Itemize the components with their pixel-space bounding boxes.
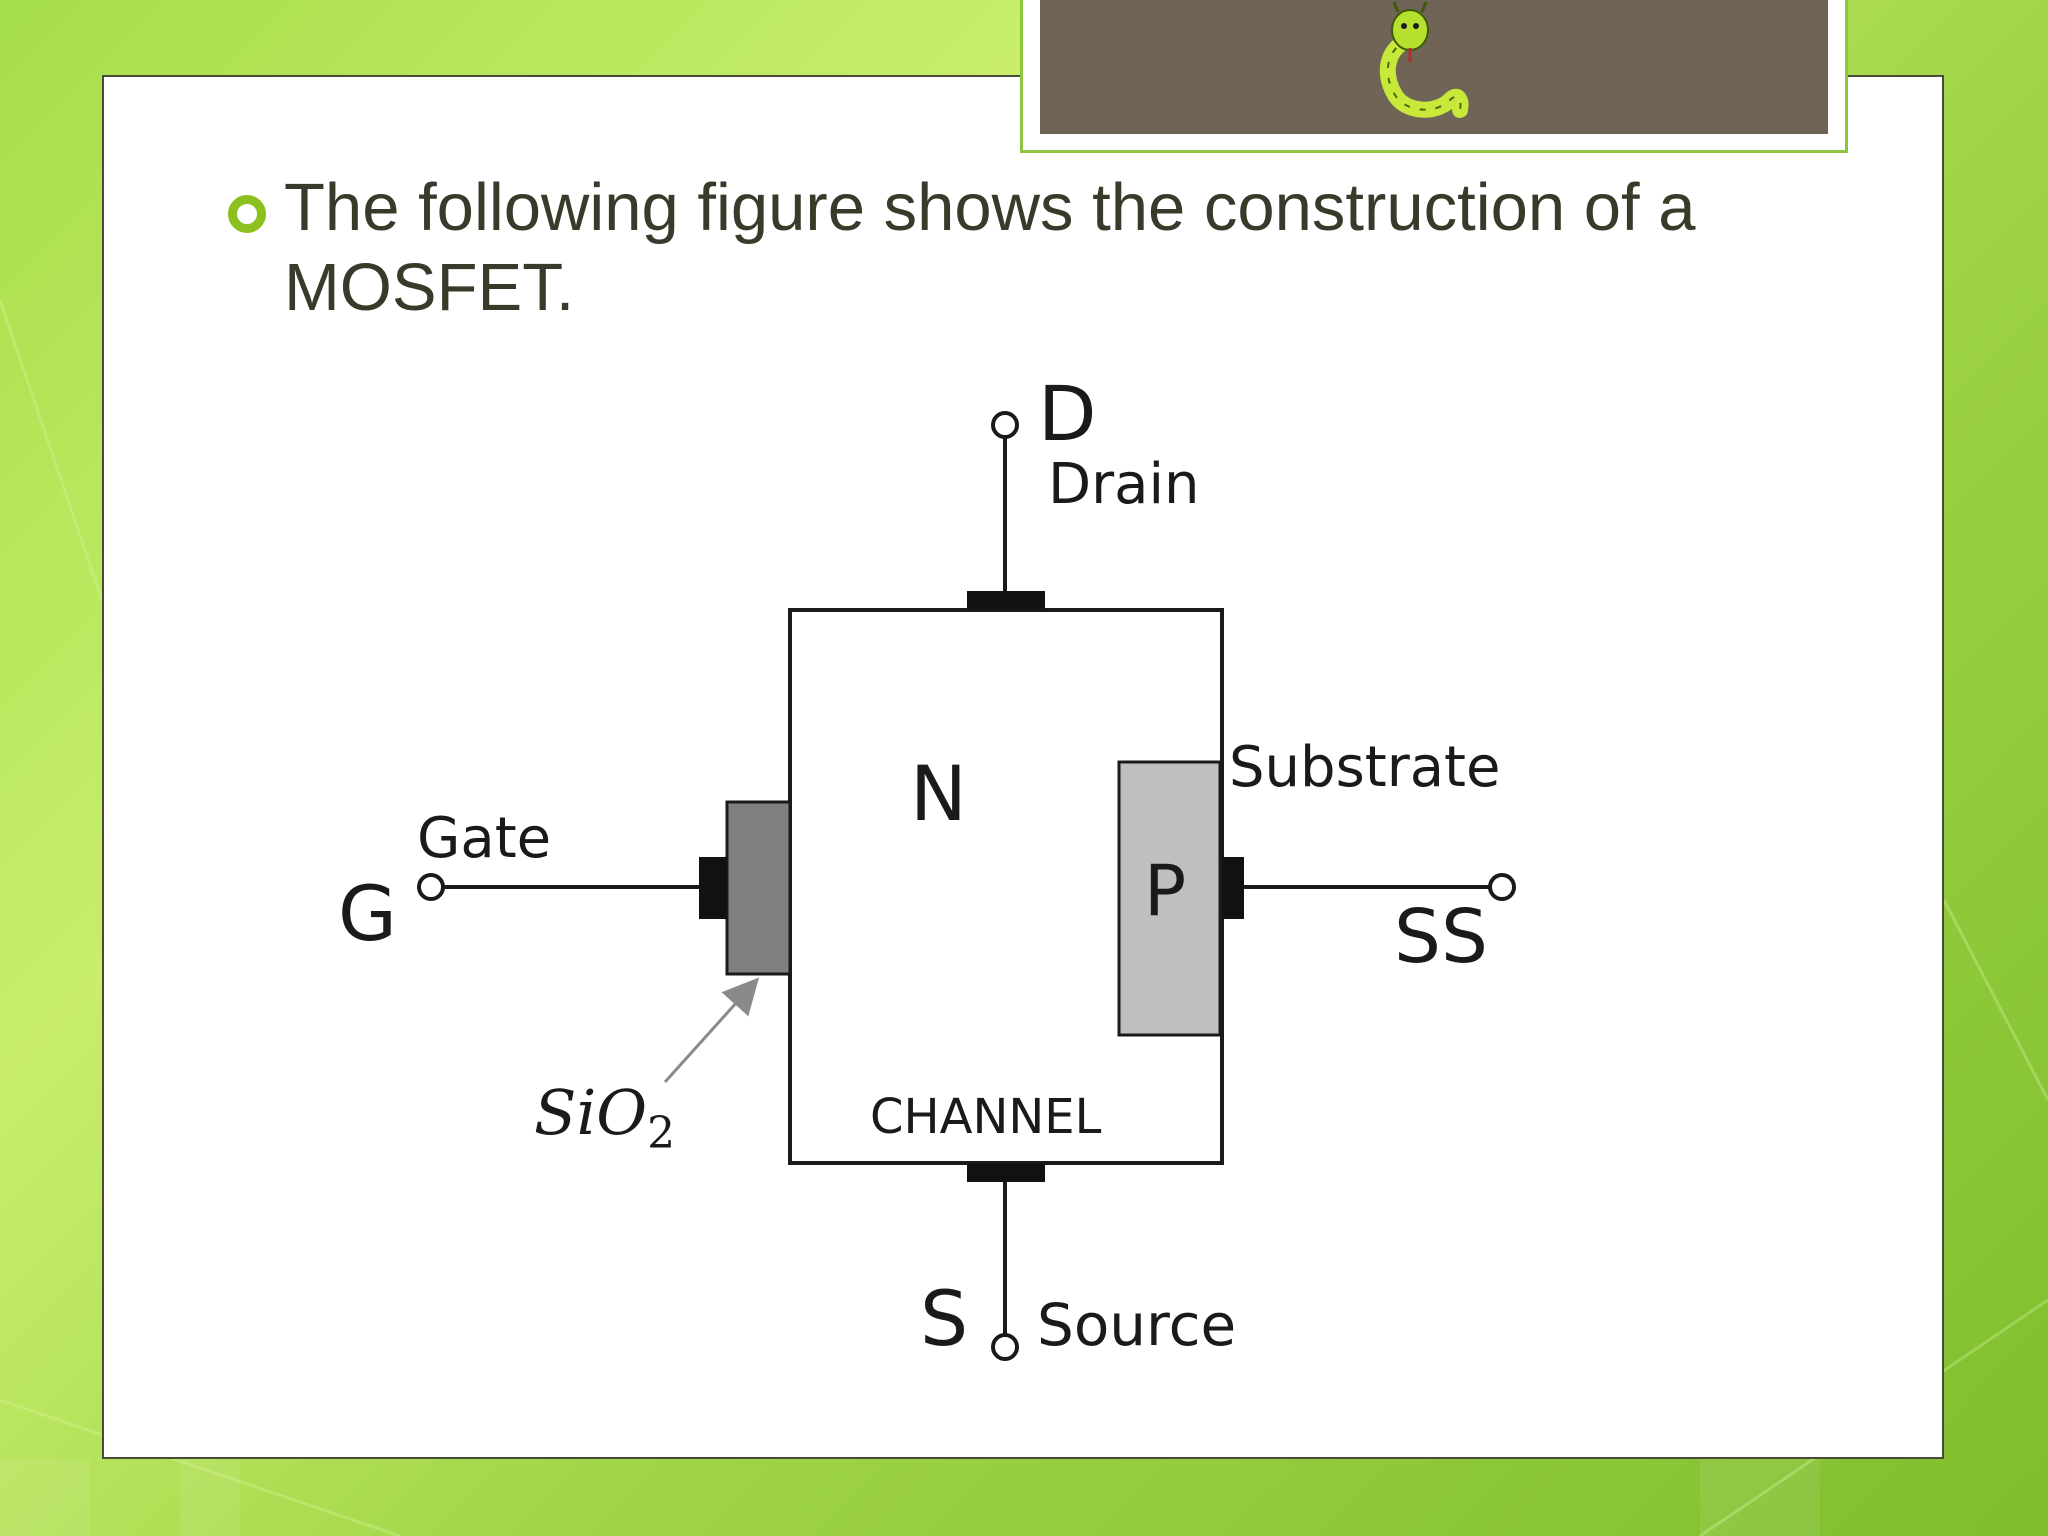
oxide-layer <box>725 800 792 976</box>
substrate-terminal-icon <box>1488 873 1516 901</box>
p-region-label: P <box>1144 850 1186 932</box>
gate-contact <box>699 857 727 919</box>
gate-terminal-icon <box>417 873 445 901</box>
oxide-pointer-arrow <box>663 977 760 1084</box>
oxide-label: SiO2 <box>534 1076 675 1159</box>
oxide-label-main: SiO <box>534 1076 647 1149</box>
source-terminal-icon <box>991 1333 1019 1361</box>
drain-contact <box>967 591 1045 609</box>
source-label: Source <box>1037 1291 1236 1359</box>
substrate-contact <box>1222 857 1244 919</box>
drain-terminal-icon <box>991 411 1019 439</box>
substrate-label: Substrate <box>1229 735 1500 800</box>
snake-logo-icon <box>1379 1 1469 118</box>
bullet-text: The following figure shows the construct… <box>284 170 1696 325</box>
oxide-label-subscript: 2 <box>647 1108 675 1159</box>
channel-label: CHANNEL <box>870 1089 1102 1145</box>
source-contact <box>967 1164 1045 1182</box>
drain-letter: D <box>1038 369 1097 458</box>
bullet-marker-icon <box>228 195 266 233</box>
drain-label: Drain <box>1048 452 1200 517</box>
gate-letter: G <box>338 869 397 958</box>
n-region-label: N <box>910 749 967 838</box>
source-letter: S <box>920 1274 968 1363</box>
gate-label: Gate <box>417 806 551 871</box>
p-region <box>1117 760 1222 1037</box>
substrate-letter: SS <box>1394 894 1488 980</box>
